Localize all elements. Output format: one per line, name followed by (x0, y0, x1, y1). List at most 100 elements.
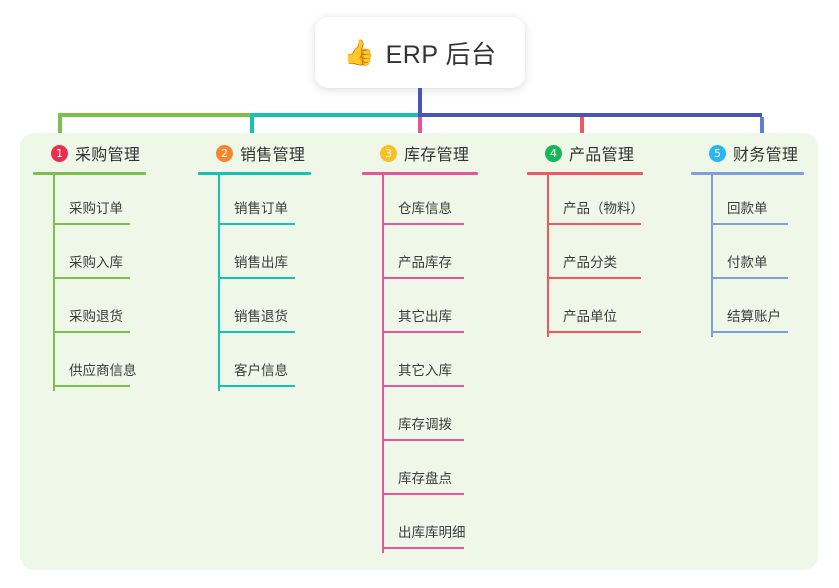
leaf-item[interactable]: 其它入库 (382, 337, 512, 391)
leaf-item-label: 采购订单 (69, 201, 123, 216)
leaf-item-label: 采购入库 (69, 255, 123, 270)
branch-leaf-list: 销售订单销售出库销售退货客户信息 (218, 175, 348, 391)
leaf-item-rule (547, 223, 641, 225)
leaf-item[interactable]: 产品单位 (547, 283, 677, 337)
branch-spine (711, 175, 713, 337)
leaf-item[interactable]: 采购入库 (53, 229, 183, 283)
thumbs-up-icon: 👍 (343, 38, 375, 67)
leaf-item[interactable]: 库存盘点 (382, 445, 512, 499)
branch-drop-connector (580, 117, 584, 140)
leaf-item-label: 销售订单 (234, 201, 288, 216)
leaf-item-rule (53, 223, 130, 225)
leaf-item[interactable]: 回款单 (711, 175, 839, 229)
horizontal-connector-segment (250, 113, 418, 117)
branch-leaf-list: 回款单付款单结算账户 (711, 175, 839, 337)
leaf-item-rule (218, 223, 295, 225)
root-node-card[interactable]: 👍 ERP 后台 (315, 17, 525, 88)
leaf-item-rule (382, 547, 464, 549)
leaf-item-rule (53, 331, 130, 333)
leaf-item[interactable]: 产品库存 (382, 229, 512, 283)
branch-header-rule (362, 172, 478, 175)
branch-header[interactable]: 2 销售管理 (198, 140, 348, 166)
leaf-item[interactable]: 销售出库 (218, 229, 348, 283)
branch-leaf-list: 产品（物料） 产品分类产品单位 (547, 175, 677, 337)
leaf-item[interactable]: 产品（物料） (547, 175, 677, 229)
branch-title: 产品管理 (569, 147, 635, 164)
leaf-item-rule (382, 331, 464, 333)
branch-header[interactable]: 1 采购管理 (33, 140, 183, 166)
root-node-title: ERP 后台 (385, 40, 497, 69)
leaf-item[interactable]: 采购订单 (53, 175, 183, 229)
branch-drop-connector (58, 117, 62, 140)
branch-spine (218, 175, 220, 391)
branch-title: 财务管理 (733, 147, 799, 164)
branch-header-rule (33, 172, 146, 175)
leaf-item[interactable]: 采购退货 (53, 283, 183, 337)
leaf-item[interactable]: 销售退货 (218, 283, 348, 337)
branch-column: 2 销售管理销售订单销售出库销售退货客户信息 (198, 140, 348, 391)
leaf-item-rule (218, 331, 295, 333)
branch-column: 1 采购管理采购订单采购入库采购退货供应商信息 (33, 140, 183, 391)
leaf-item-label: 其它出库 (398, 309, 452, 324)
leaf-item[interactable]: 出库库明细 (382, 499, 512, 553)
leaf-item-rule (218, 277, 295, 279)
leaf-item-rule (53, 385, 130, 387)
branch-leaf-list: 仓库信息产品库存其它出库其它入库库存调拨库存盘点出库库明细 (382, 175, 512, 553)
leaf-item-rule (53, 277, 130, 279)
leaf-item-rule (711, 277, 788, 279)
leaf-item-label: 产品分类 (563, 255, 617, 270)
leaf-item[interactable]: 客户信息 (218, 337, 348, 391)
trunk-connector (418, 88, 422, 115)
leaf-item-rule (382, 439, 464, 441)
leaf-item[interactable]: 销售订单 (218, 175, 348, 229)
branch-index-badge: 1 (51, 144, 68, 162)
branch-spine (382, 175, 384, 553)
branch-column: 4 产品管理产品（物料） 产品分类产品单位 (527, 140, 677, 337)
branch-header[interactable]: 5 财务管理 (691, 140, 839, 166)
leaf-item-label: 库存调拨 (398, 417, 452, 432)
leaf-item-label: 结算账户 (727, 309, 781, 324)
branch-drop-connector (250, 117, 254, 140)
leaf-item-rule (547, 331, 641, 333)
branch-drop-connector (760, 117, 764, 140)
branch-title: 采购管理 (75, 147, 141, 164)
leaf-item-label: 库存盘点 (398, 471, 452, 486)
leaf-item[interactable]: 库存调拨 (382, 391, 512, 445)
leaf-item-rule (382, 223, 464, 225)
leaf-item[interactable]: 产品分类 (547, 229, 677, 283)
branch-index-badge: 2 (216, 144, 233, 162)
leaf-item-rule (382, 385, 464, 387)
leaf-item[interactable]: 供应商信息 (53, 337, 183, 391)
leaf-item-label: 产品（物料） (563, 201, 644, 216)
branch-title: 库存管理 (404, 147, 470, 164)
leaf-item-label: 销售出库 (234, 255, 288, 270)
branch-header[interactable]: 4 产品管理 (527, 140, 677, 166)
branch-spine (547, 175, 549, 337)
leaf-item-rule (218, 385, 295, 387)
branch-index-badge: 3 (380, 144, 397, 162)
leaf-item-rule (382, 493, 464, 495)
leaf-item-rule (711, 223, 788, 225)
leaf-item[interactable]: 其它出库 (382, 283, 512, 337)
branch-index-badge: 4 (545, 144, 562, 162)
leaf-item-label: 付款单 (727, 255, 768, 270)
branch-header-rule (527, 172, 643, 175)
leaf-item[interactable]: 仓库信息 (382, 175, 512, 229)
branch-index-badge: 5 (709, 144, 726, 162)
branch-title: 销售管理 (240, 147, 306, 164)
branch-header-rule (198, 172, 311, 175)
horizontal-connector-segment (58, 113, 250, 117)
leaf-item-label: 仓库信息 (398, 201, 452, 216)
leaf-item-rule (382, 277, 464, 279)
leaf-item-rule (711, 331, 788, 333)
leaf-item[interactable]: 结算账户 (711, 283, 839, 337)
branch-header-rule (691, 172, 804, 175)
branch-header[interactable]: 3 库存管理 (362, 140, 512, 166)
branches-panel (20, 133, 818, 570)
leaf-item-label: 客户信息 (234, 363, 288, 378)
leaf-item[interactable]: 付款单 (711, 229, 839, 283)
root-node-content: 👍 ERP 后台 (343, 35, 496, 71)
leaf-item-label: 采购退货 (69, 309, 123, 324)
leaf-item-label: 回款单 (727, 201, 768, 216)
branch-column: 5 财务管理回款单付款单结算账户 (691, 140, 839, 337)
